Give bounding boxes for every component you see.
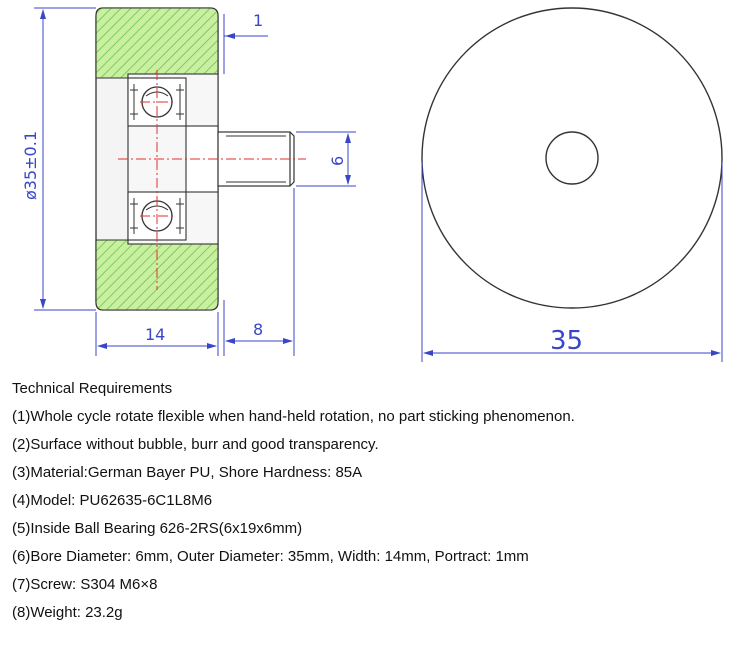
side-section-view: ø35±0.1 14 8 6 1: [21, 7, 356, 356]
dim-protrusion: 1: [253, 11, 263, 30]
dim-screw-length: 8: [253, 320, 263, 339]
requirement-item-2: (2)Surface without bubble, burr and good…: [12, 436, 379, 453]
requirement-item-7: (7)Screw: S304 M6×8: [12, 576, 158, 593]
pu-section-top: [95, 7, 219, 79]
dim-diameter: ø35±0.1: [21, 131, 40, 200]
requirement-item-1: (1)Whole cycle rotate flexible when hand…: [12, 408, 575, 425]
center-bore: [545, 131, 599, 185]
requirement-item-3: (3)Material:German Bayer PU, Shore Hardn…: [12, 464, 363, 481]
technical-drawing: ø35±0.1 14 8 6 1 35: [21, 7, 723, 362]
requirement-item-8: (8)Weight: 23.2g: [12, 604, 123, 621]
dim-face-diameter: 35: [550, 326, 583, 356]
front-view: 35: [421, 7, 723, 362]
requirement-item-4: (4)Model: PU62635-6C1L8M6: [12, 492, 213, 509]
dim-width: 14: [145, 325, 165, 344]
requirement-item-6: (6)Bore Diameter: 6mm, Outer Diameter: 3…: [12, 548, 529, 565]
requirement-item-5: (5)Inside Ball Bearing 626-2RS(6x19x6mm): [12, 520, 303, 537]
requirements-title: Technical Requirements: [12, 380, 173, 397]
dim-screw-diameter: 6: [328, 156, 347, 166]
